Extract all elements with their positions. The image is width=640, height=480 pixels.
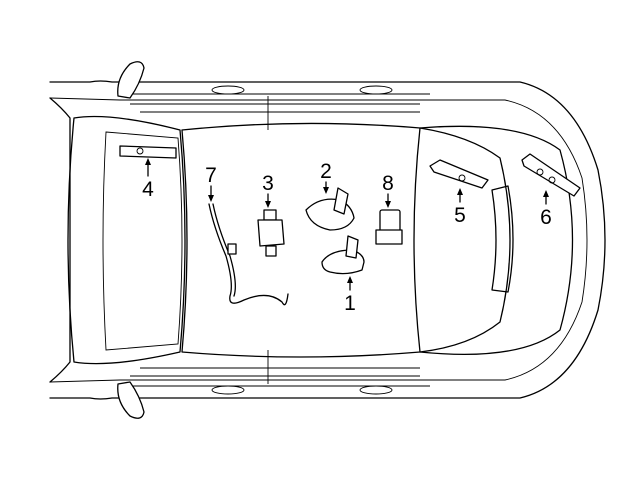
part-3-module <box>257 193 285 257</box>
bottom-front-handle <box>211 385 245 395</box>
part-1-cover <box>321 235 365 291</box>
part-8-connector <box>375 193 403 245</box>
rear-spoiler <box>491 185 514 293</box>
callout-1: 1 <box>344 292 356 315</box>
part-2-antenna <box>305 181 355 231</box>
part-5-bracket <box>429 159 489 203</box>
body-inner-line <box>49 97 588 383</box>
bottom-mirror <box>117 381 145 419</box>
hood-edge <box>49 97 71 383</box>
windshield-inner <box>102 131 183 351</box>
callout-5: 5 <box>454 204 466 227</box>
top-rear-handle <box>359 85 393 95</box>
bottom-rear-handle <box>359 385 393 395</box>
vehicle-body <box>49 61 606 419</box>
callout-3: 3 <box>262 172 274 195</box>
rear-window-outline <box>413 125 574 356</box>
top-front-handle <box>211 85 245 95</box>
top-mirror <box>117 61 145 99</box>
windshield-outline <box>67 115 186 365</box>
callout-4: 4 <box>142 178 154 201</box>
part-6-bracket <box>521 153 581 205</box>
roof-outline <box>181 122 511 358</box>
part-7-cable <box>208 185 289 306</box>
callout-2: 2 <box>320 160 332 183</box>
callout-6: 6 <box>540 206 552 229</box>
body-outline <box>49 80 606 400</box>
callout-8: 8 <box>382 172 394 195</box>
callout-7: 7 <box>205 164 217 187</box>
part-4-bracket <box>119 145 177 177</box>
